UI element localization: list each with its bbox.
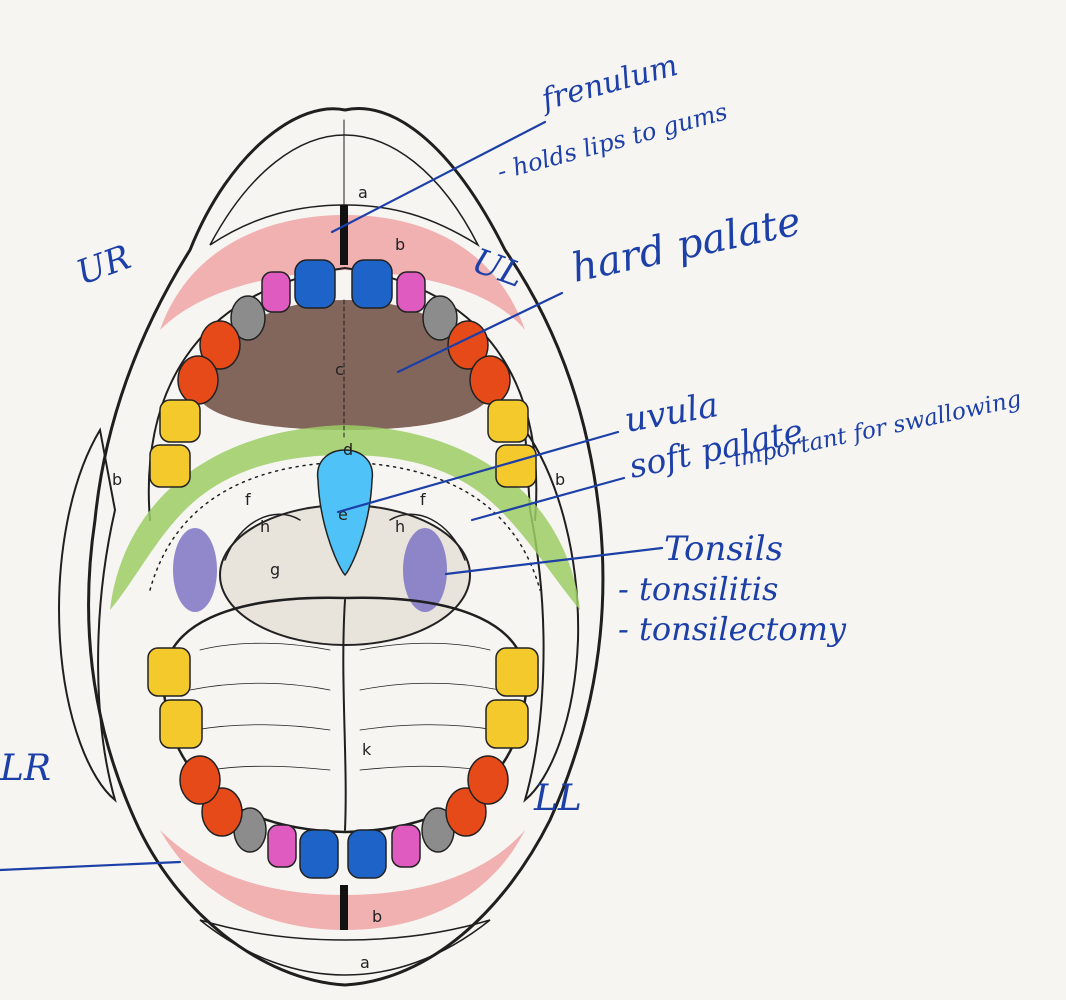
letter-b-lower: b (372, 907, 382, 926)
tooth-lower-molar-right-1 (160, 700, 202, 748)
tooth-lower-molar-left-2 (496, 648, 538, 696)
tooth-lower-premolar-left-2 (468, 756, 508, 804)
letter-a-lower: a (360, 953, 370, 972)
tooth-lower-central-incisor-right (300, 830, 338, 878)
letter-f-right: f (245, 490, 251, 509)
upper-frenulum (340, 205, 348, 265)
letter-f-left: f (420, 490, 426, 509)
tooth-lower-premolar-right-2 (180, 756, 220, 804)
tooth-upper-lateral-incisor-left (397, 272, 425, 312)
letter-b-left-cheek: b (555, 470, 565, 489)
letter-g: g (270, 560, 280, 579)
letter-h-left: h (395, 517, 405, 536)
tooth-lower-central-incisor-left (348, 830, 386, 878)
letter-b-upper: b (395, 235, 405, 254)
tooth-upper-central-incisor-right (295, 260, 335, 308)
letter-h-right: h (260, 517, 270, 536)
tooth-lower-molar-right-2 (148, 648, 190, 696)
tooth-lower-molar-left-1 (486, 700, 528, 748)
tooth-upper-central-incisor-left (352, 260, 392, 308)
letter-k: k (362, 740, 372, 759)
tooth-lower-lateral-incisor-left (392, 825, 420, 867)
letter-e: e (338, 505, 348, 524)
lower-frenulum (340, 885, 348, 930)
tooth-upper-molar-left-1 (488, 400, 528, 442)
letter-c: c (335, 360, 344, 379)
quadrant-label-lower-right: LR (0, 748, 51, 789)
label-tonsils-title: Tonsils (664, 529, 783, 569)
tonsil-right (173, 528, 217, 612)
letter-d: d (343, 440, 353, 459)
tooth-upper-premolar-right-2 (178, 356, 218, 404)
tooth-lower-lateral-incisor-right (268, 825, 296, 867)
label-tonsils-note1: - tonsilitis (618, 570, 778, 608)
tooth-upper-lateral-incisor-right (262, 272, 290, 312)
tooth-upper-molar-right-2 (150, 445, 190, 487)
letter-a-upper: a (358, 183, 368, 202)
letter-b-right-cheek: b (112, 470, 122, 489)
tooth-upper-molar-right-1 (160, 400, 200, 442)
quadrant-label-lower-left: LL (533, 778, 582, 819)
tooth-upper-premolar-left-2 (470, 356, 510, 404)
label-tonsils-note2: - tonsilectomy (618, 610, 847, 648)
